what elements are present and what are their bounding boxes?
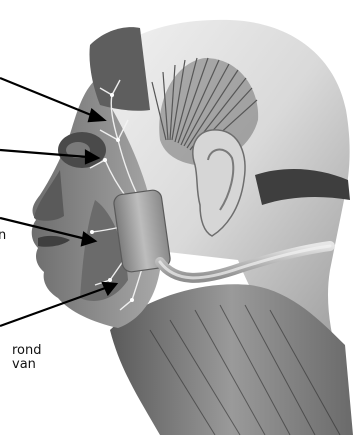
- bottom-label-line-2: van: [12, 357, 36, 373]
- callout-label-3: n: [0, 228, 6, 244]
- forehead-muscle: [89, 27, 150, 111]
- nose: [34, 170, 64, 221]
- callout-arrow-1: [0, 78, 96, 117]
